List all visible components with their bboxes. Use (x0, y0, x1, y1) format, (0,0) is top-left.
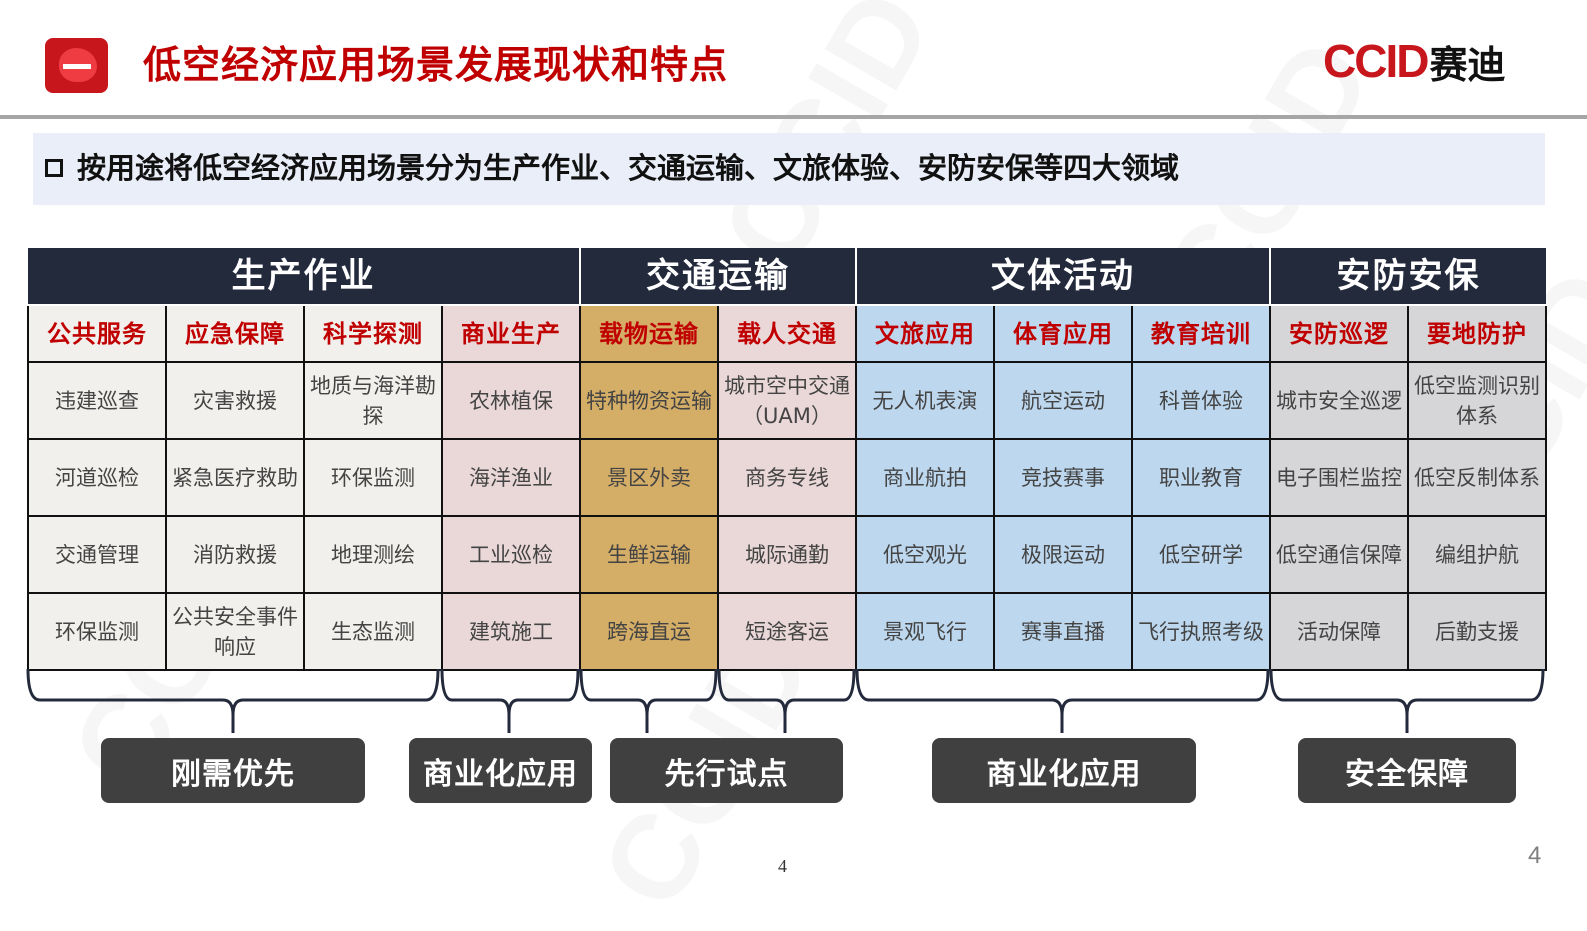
table-cell: 河道巡检 (27, 438, 167, 517)
table-cell: 建筑施工 (441, 592, 581, 671)
bracket-icon (579, 668, 718, 733)
subcategory-cell: 要地防护 (1407, 304, 1547, 363)
subcategory-row: 公共服务 应急保障 科学探测 商业生产 载物运输 载人交通 文旅应用 体育应用 … (27, 304, 1547, 363)
category-row: 生产作业 交通运输 文体活动 安防安保 (28, 248, 1546, 306)
table-cell: 低空通信保障 (1269, 515, 1409, 594)
subcategory-cell: 载人交通 (717, 304, 857, 363)
table-cell: 城市空中交通（UAM） (717, 361, 857, 440)
table-cell: 商业航拍 (855, 438, 995, 517)
page-title: 低空经济应用场景发展现状和特点 (143, 43, 729, 87)
table-cell: 航空运动 (993, 361, 1133, 440)
table-cell: 飞行执照考级 (1131, 592, 1271, 671)
table-cell: 生态监测 (303, 592, 443, 671)
group-tag-commercial-2: 商业化应用 (932, 738, 1196, 803)
table-cell: 低空研学 (1131, 515, 1271, 594)
subcategory-cell: 载物运输 (579, 304, 719, 363)
group-tag-security: 安全保障 (1298, 738, 1516, 803)
logo-latin: CCID (1323, 35, 1429, 87)
category-transport: 交通运输 (579, 248, 857, 306)
table-cell: 环保监测 (303, 438, 443, 517)
table-cell: 景区外卖 (579, 438, 719, 517)
subcategory-cell: 教育培训 (1131, 304, 1271, 363)
bracket-icon (26, 668, 440, 733)
table-cell: 地质与海洋勘探 (303, 361, 443, 440)
section-flame-icon (45, 38, 108, 93)
bracket-icon (855, 668, 1270, 733)
table-cell: 海洋渔业 (441, 438, 581, 517)
page-number-right: 4 (1528, 842, 1542, 869)
table-cell: 灾害救援 (165, 361, 305, 440)
table-cell: 科普体验 (1131, 361, 1271, 440)
table-cell: 紧急医疗救助 (165, 438, 305, 517)
table-cell: 竞技赛事 (993, 438, 1133, 517)
subtitle: 按用途将低空经济应用场景分为生产作业、交通运输、文旅体验、安防安保等四大领域 (45, 148, 1179, 188)
subcategory-cell: 科学探测 (303, 304, 443, 363)
group-tag-commercial: 商业化应用 (409, 738, 592, 803)
table-cell: 消防救援 (165, 515, 305, 594)
logo-chinese: 赛迪 (1429, 42, 1506, 87)
group-brackets (26, 668, 1545, 733)
subcategory-cell: 应急保障 (165, 304, 305, 363)
table-cell: 后勤支援 (1407, 592, 1547, 671)
table-cell: 低空监测识别体系 (1407, 361, 1547, 440)
category-security: 安防安保 (1269, 248, 1546, 306)
table-cell: 商务专线 (717, 438, 857, 517)
table-cell: 低空反制体系 (1407, 438, 1547, 517)
header-divider (0, 115, 1587, 119)
table-cell: 农林植保 (441, 361, 581, 440)
scenario-table: 生产作业 交通运输 文体活动 安防安保 公共服务 应急保障 科学探测 商业生产 … (27, 248, 1547, 671)
dash-icon (63, 64, 91, 69)
table-cell: 特种物资运输 (579, 361, 719, 440)
table-cell: 赛事直播 (993, 592, 1133, 671)
table-cell: 无人机表演 (855, 361, 995, 440)
table-cell: 低空观光 (855, 515, 995, 594)
square-bullet-icon (45, 159, 63, 177)
table-cell: 城际通勤 (717, 515, 857, 594)
ccid-logo: CCID 赛迪 (1323, 35, 1506, 87)
category-production: 生产作业 (28, 248, 581, 306)
category-culture-sports: 文体活动 (855, 248, 1271, 306)
table-cell: 电子围栏监控 (1269, 438, 1409, 517)
table-cell: 地理测绘 (303, 515, 443, 594)
table-row: 违建巡查 灾害救援 地质与海洋勘探 农林植保 特种物资运输 城市空中交通（UAM… (27, 361, 1547, 440)
table-cell: 景观飞行 (855, 592, 995, 671)
table-cell: 公共安全事件响应 (165, 592, 305, 671)
table-cell: 生鲜运输 (579, 515, 719, 594)
table-cell: 环保监测 (27, 592, 167, 671)
table-cell: 编组护航 (1407, 515, 1547, 594)
table-cell: 工业巡检 (441, 515, 581, 594)
subtitle-band (33, 133, 1545, 205)
bracket-icon (1269, 668, 1545, 733)
table-row: 河道巡检 紧急医疗救助 环保监测 海洋渔业 景区外卖 商务专线 商业航拍 竞技赛… (27, 438, 1547, 517)
bracket-icon (717, 668, 856, 733)
bracket-icon (440, 668, 580, 733)
subcategory-cell: 公共服务 (27, 304, 167, 363)
group-tag-pilot: 先行试点 (610, 738, 843, 803)
table-cell: 职业教育 (1131, 438, 1271, 517)
table-row: 环保监测 公共安全事件响应 生态监测 建筑施工 跨海直运 短途客运 景观飞行 赛… (27, 592, 1547, 671)
subtitle-text: 按用途将低空经济应用场景分为生产作业、交通运输、文旅体验、安防安保等四大领域 (77, 151, 1180, 185)
group-tag-essential: 刚需优先 (101, 738, 365, 803)
table-cell: 极限运动 (993, 515, 1133, 594)
table-cell: 违建巡查 (27, 361, 167, 440)
page-number-center: 4 (778, 856, 787, 876)
subcategory-cell: 安防巡逻 (1269, 304, 1409, 363)
subcategory-cell: 文旅应用 (855, 304, 995, 363)
table-row: 交通管理 消防救援 地理测绘 工业巡检 生鲜运输 城际通勤 低空观光 极限运动 … (27, 515, 1547, 594)
subcategory-cell: 商业生产 (441, 304, 581, 363)
table-cell: 城市安全巡逻 (1269, 361, 1409, 440)
table-cell: 活动保障 (1269, 592, 1409, 671)
table-cell: 跨海直运 (579, 592, 719, 671)
table-cell: 交通管理 (27, 515, 167, 594)
table-cell: 短途客运 (717, 592, 857, 671)
subcategory-cell: 体育应用 (993, 304, 1133, 363)
